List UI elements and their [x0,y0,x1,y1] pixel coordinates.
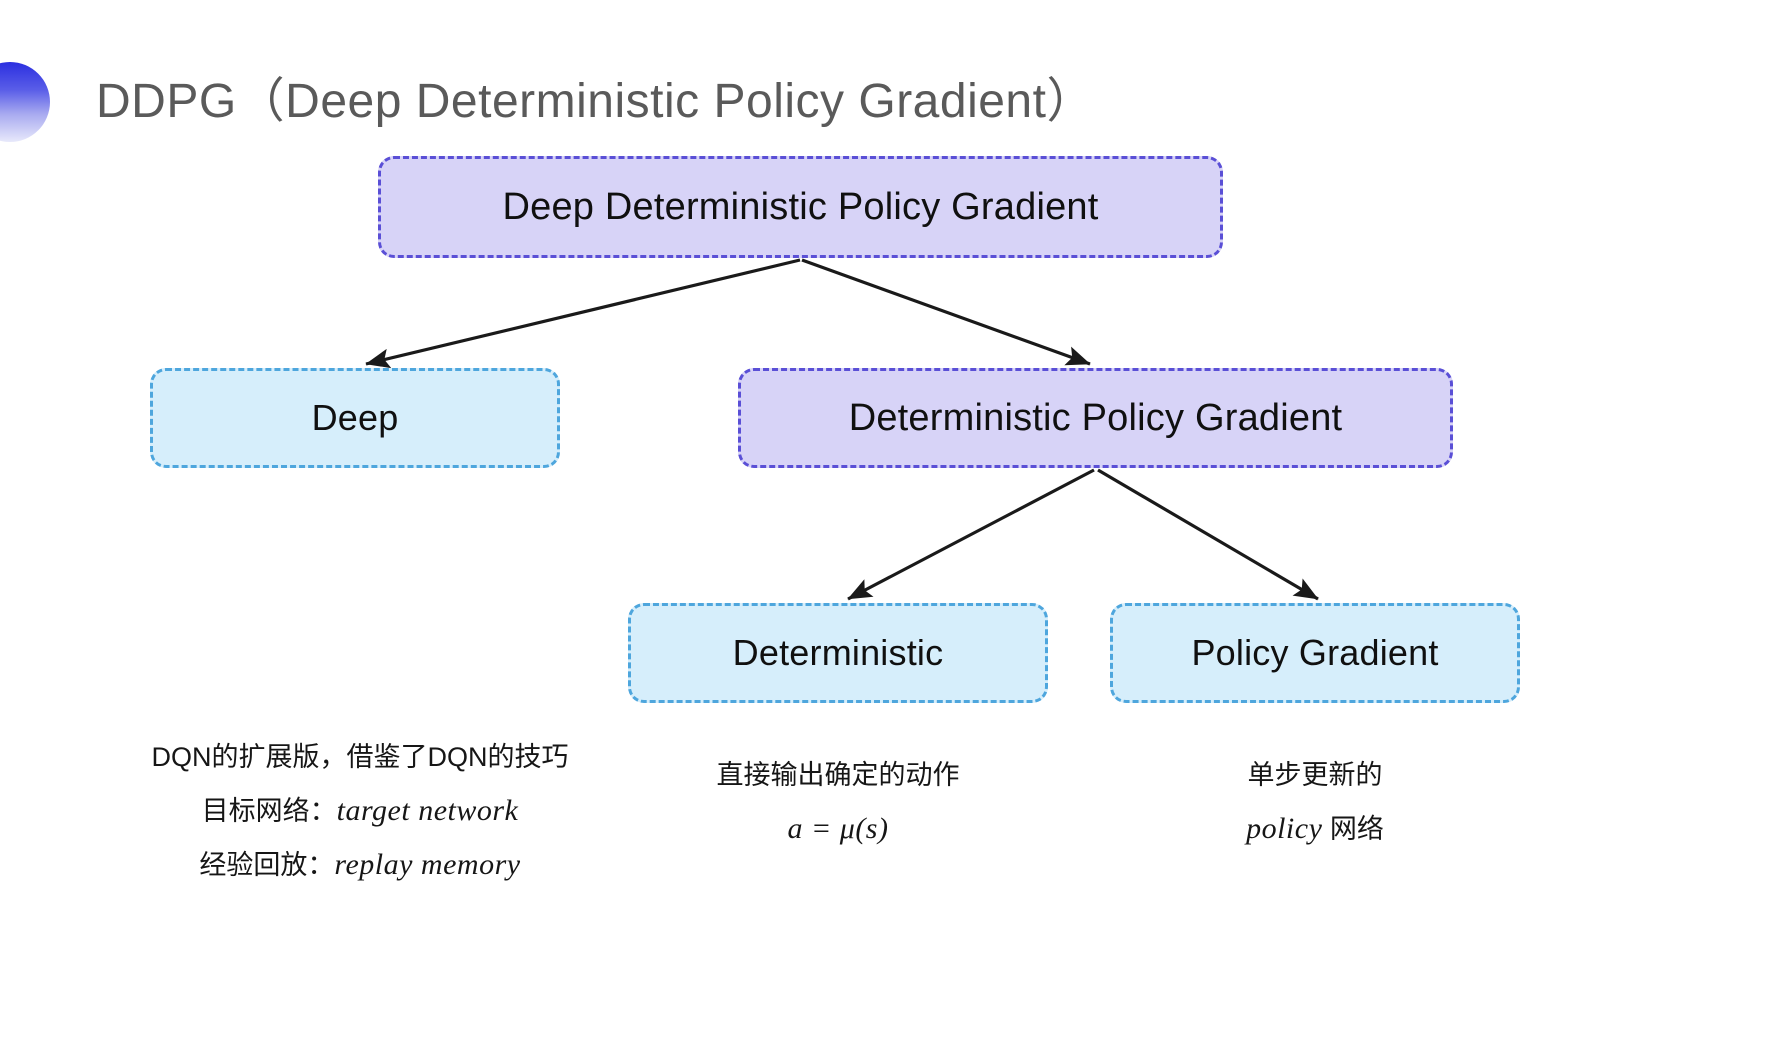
node-policy-gradient-label: Policy Gradient [1191,632,1439,673]
node-root[interactable]: Deep Deterministic Policy Gradient [378,156,1223,258]
annotation-policy-gradient-term: policy [1246,812,1323,845]
annotation-deep: DQN的扩展版，借鉴了DQN的技巧 目标网络：target network 经验… [80,730,640,892]
node-deterministic-label: Deterministic [732,632,944,673]
node-root-label: Deep Deterministic Policy Gradient [502,185,1099,228]
edge-root-to-dpg [801,258,1091,366]
annotation-deep-line2: 目标网络：target network [80,784,640,838]
node-deep-label: Deep [311,397,399,438]
node-policy-gradient[interactable]: Policy Gradient [1110,603,1520,703]
edge-root-to-deep [365,258,801,369]
annotation-deep-line3-term: replay memory [334,848,521,881]
node-deep[interactable]: Deep [150,368,560,468]
annotation-deep-line3-label: 经验回放： [199,850,335,880]
slide-title: DDPG（Deep Deterministic Policy Gradient） [0,52,1300,162]
node-dpg-label: Deterministic Policy Gradient [848,396,1343,439]
annotation-deep-line2-label: 目标网络： [201,796,337,826]
page-title: DDPG（Deep Deterministic Policy Gradient） [96,75,1095,128]
edge-dpg-to-policy-gradient [1097,468,1319,601]
annotation-deep-line1: DQN的扩展版，借鉴了DQN的技巧 [151,742,569,772]
annotation-policy-gradient-line2: policy 网络 [1110,802,1520,856]
annotation-policy-gradient: 单步更新的 policy 网络 [1110,748,1520,856]
annotation-deep-line2-term: target network [336,794,519,827]
annotation-deep-line3: 经验回放：replay memory [80,838,640,892]
annotation-policy-gradient-line1: 单步更新的 [1247,760,1383,790]
edge-dpg-to-deterministic [847,468,1095,601]
annotation-policy-gradient-suffix: 网络 [1322,814,1384,844]
node-deterministic-policy-gradient[interactable]: Deterministic Policy Gradient [738,368,1453,468]
annotation-deterministic: 直接输出确定的动作 a = μ(s) [628,748,1048,856]
annotation-deterministic-formula: a = μ(s) [787,812,889,845]
node-deterministic[interactable]: Deterministic [628,603,1048,703]
annotation-deterministic-line1: 直接输出确定的动作 [716,760,960,790]
